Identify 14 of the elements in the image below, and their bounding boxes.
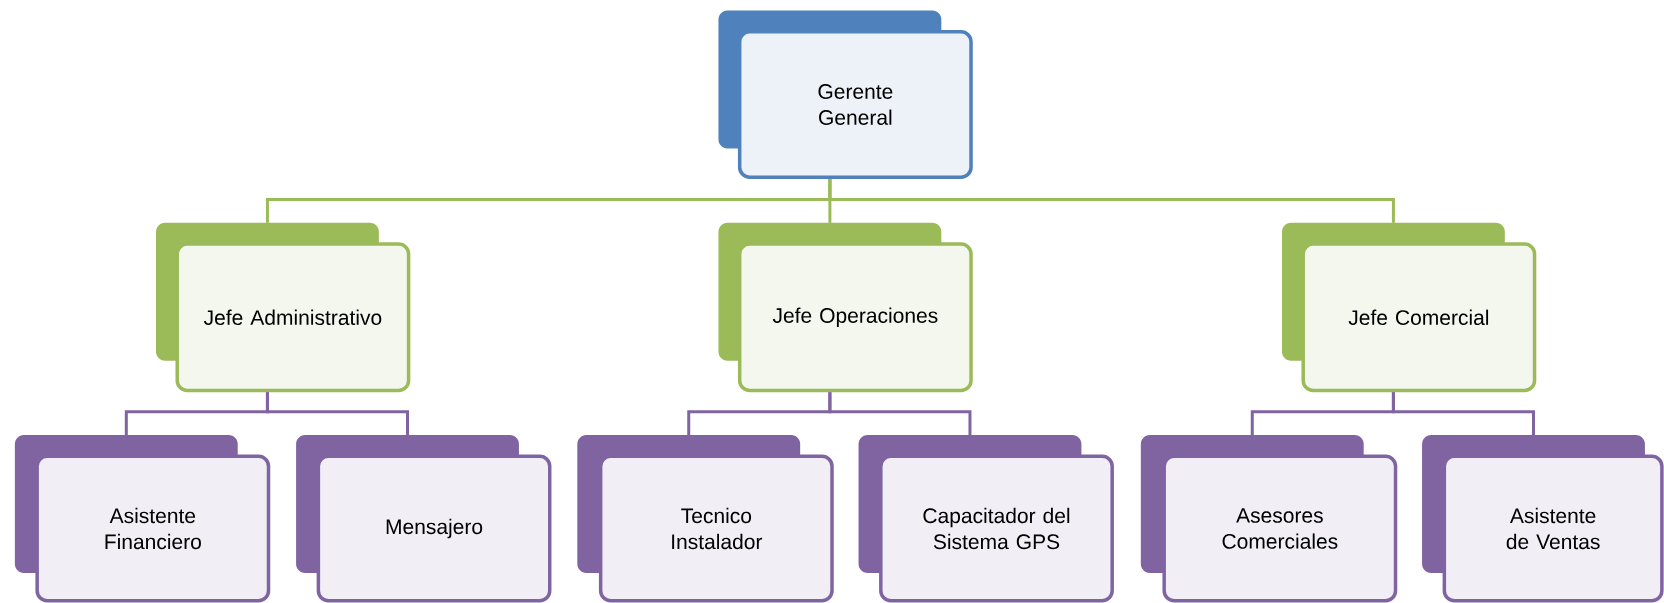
connector-line xyxy=(828,179,1395,223)
org-box: Jefe Comercial xyxy=(1282,222,1537,393)
org-box: Asistente Financiero xyxy=(14,435,271,603)
org-box: Jefe Administrativo xyxy=(156,222,411,393)
org-box: Gerente General xyxy=(718,10,973,179)
connector-line xyxy=(828,392,972,436)
org-box: Jefe Operaciones xyxy=(718,222,973,393)
org-box: Tecnico Instalador xyxy=(577,435,834,603)
org-box: Capacitador del Sistema GPS xyxy=(858,435,1114,603)
org-box: Mensajero xyxy=(296,435,552,603)
connector-line xyxy=(1391,392,1535,436)
org-box: Asesores Comerciales xyxy=(1140,435,1398,603)
org-box: Asistente de Ventas xyxy=(1422,435,1664,603)
connector-line xyxy=(265,392,409,436)
